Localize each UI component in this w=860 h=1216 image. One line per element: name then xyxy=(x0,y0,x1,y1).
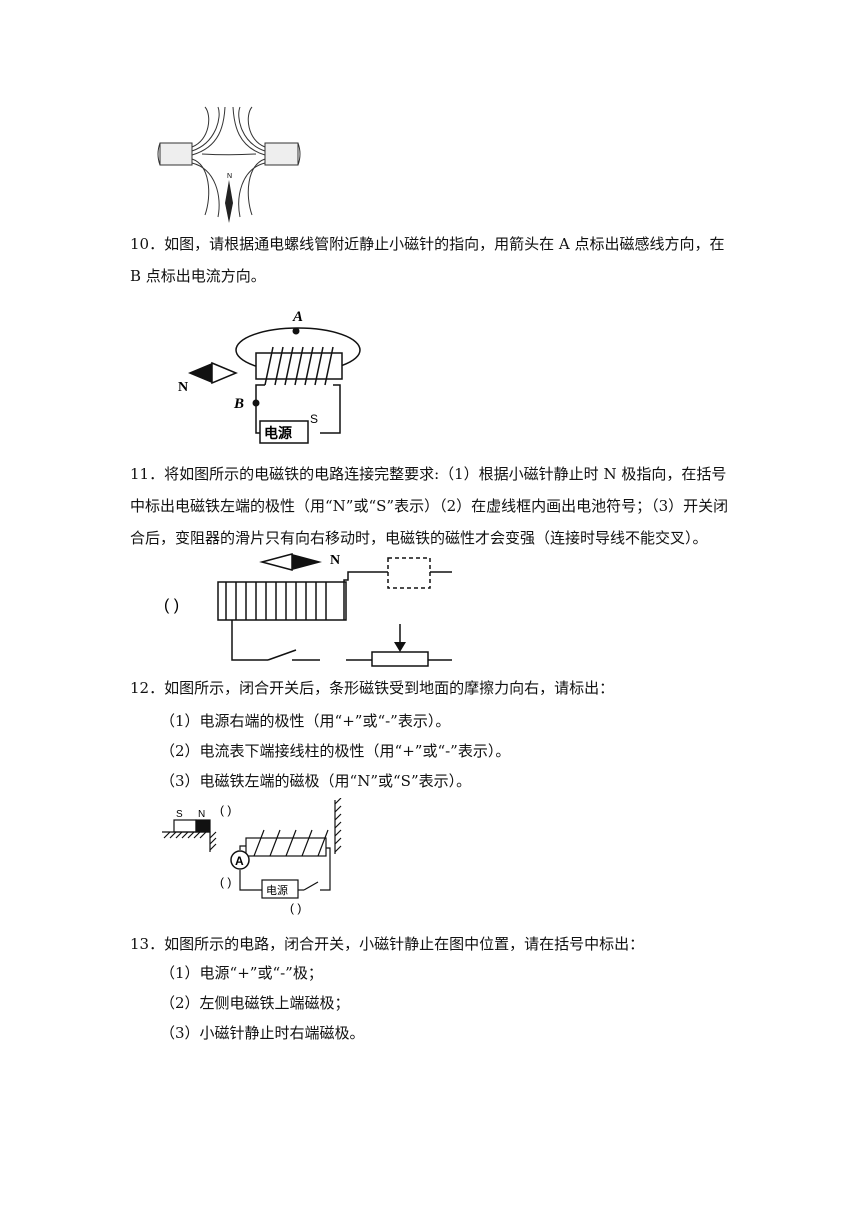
label-n: N xyxy=(198,809,205,820)
power-label: 电源 xyxy=(266,883,288,897)
label-n: N xyxy=(178,380,188,395)
figure-q12-circuit: A S N 电源 ( ) ( ) ( ) xyxy=(162,798,342,915)
question-13-text: 13．如图所示的电路，闭合开关，小磁针静止在图中位置，请在括号中标出： xyxy=(130,935,645,953)
label-s: S xyxy=(310,412,318,426)
answer-bracket: ( ) xyxy=(164,597,179,614)
figure-q10-solenoid: A B N S 电源 xyxy=(178,309,361,444)
bracket-top: ( ) xyxy=(220,803,231,817)
label-n: N xyxy=(330,553,340,568)
q12-item-1: （1）电源右端的极性（用“+”或“-”表示）。 xyxy=(160,712,451,730)
label-a: A xyxy=(292,309,303,325)
compass-needle-icon xyxy=(225,180,233,223)
question-11-text: 11．将如图所示的电磁铁的电路连接完整要求:（1）根据小磁针静止时 N 极指向，… xyxy=(130,465,729,547)
power-label: 电源 xyxy=(264,425,292,441)
q13-item-2: （2）左侧电磁铁上端磁极； xyxy=(160,994,350,1012)
figure-field-lines: N xyxy=(157,106,301,223)
q12-item-3: （3）电磁铁左端的磁极（用“N”或“S”表示）。 xyxy=(160,772,472,790)
bracket-bottom: ( ) xyxy=(290,901,301,915)
figure-q11-electromagnet: N ( ) xyxy=(164,553,452,667)
needle-n-label: N xyxy=(227,173,232,180)
q13-item-3: （3）小磁针静止时右端磁极。 xyxy=(160,1024,365,1042)
bracket-left: ( ) xyxy=(220,875,231,889)
q12-item-2: （2）电流表下端接线柱的极性（用“+”或“-”表示）。 xyxy=(160,742,511,760)
q13-item-1: （1）电源“+”或“-”极； xyxy=(160,964,323,982)
label-b: B xyxy=(233,396,244,412)
label-s: S xyxy=(176,809,183,820)
ammeter-label: A xyxy=(235,854,244,868)
question-10-text: 10．如图，请根据通电螺线管附近静止小磁针的指向，用箭头在 A 点标出磁感线方向… xyxy=(130,235,725,285)
question-12-text: 12．如图所示，闭合开关后，条形磁铁受到地面的摩擦力向右，请标出： xyxy=(130,679,615,697)
